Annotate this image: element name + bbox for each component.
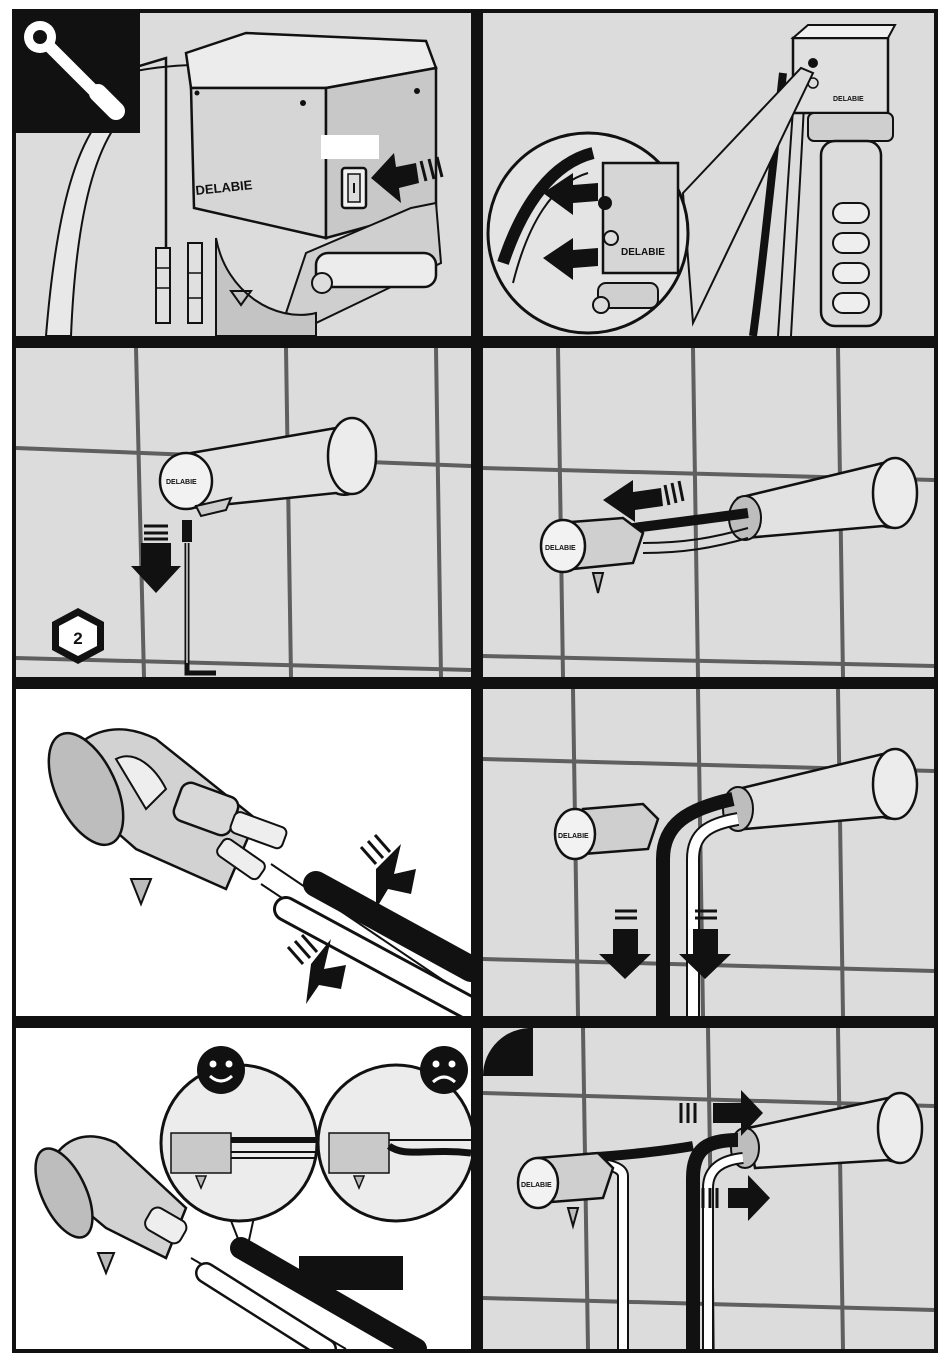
panel-loosen-screw: DELABIE 2 [16, 348, 471, 677]
page-corner-tab [483, 1028, 533, 1076]
panel-hoses-down: DELABIE [483, 689, 934, 1016]
panel-push-hoses: DELABIE [483, 1028, 934, 1349]
brand-label-spout: DELABIE [166, 479, 197, 486]
panel-grid-frame: DELABIE [12, 9, 938, 1353]
spout-screw-illustration: DELABIE 2 [16, 348, 471, 677]
brand-label-module-2: DELABIE [558, 833, 589, 840]
pull-module-illustration: DELABIE [483, 348, 934, 677]
panel-hose-check [16, 1028, 471, 1349]
brand-label-zoom: DELABIE [621, 247, 665, 258]
unplug-cables-illustration: DELABIE DELABIE [483, 13, 934, 336]
panel-pull-module: DELABIE [483, 348, 934, 677]
smiley-icon [197, 1046, 245, 1094]
brand-label-module-3: DELABIE [521, 1182, 552, 1189]
push-hoses-illustration: DELABIE [483, 1028, 934, 1349]
panel-power-switch: DELABIE [16, 13, 471, 336]
hex-step-badge: 2 [73, 629, 82, 648]
panel-disconnect-hoses [16, 689, 471, 1016]
frown-icon [420, 1046, 468, 1094]
disconnect-hoses-illustration [16, 689, 471, 1016]
brand-label-box-small: DELABIE [833, 96, 864, 103]
hose-check-illustration [16, 1028, 471, 1349]
hoses-down-illustration: DELABIE [483, 689, 934, 1016]
brand-label-module: DELABIE [545, 545, 576, 552]
wrench-icon [16, 13, 140, 133]
panel-unplug-cables: DELABIE DELABIE [483, 13, 934, 336]
